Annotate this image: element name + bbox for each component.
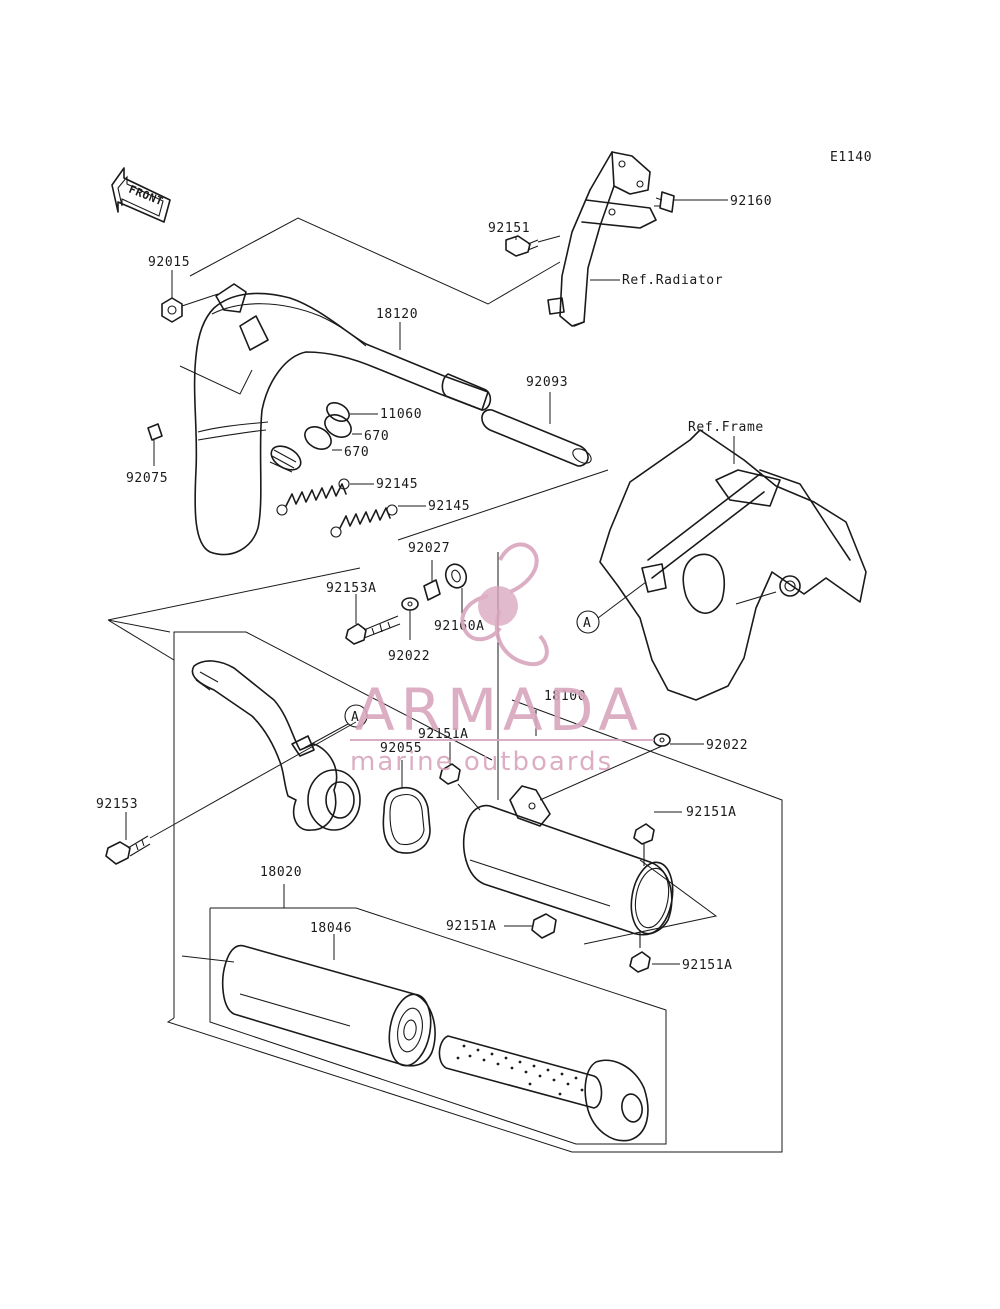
leader-silencer-lines [583, 859, 718, 945]
bolt-92153-icon [105, 835, 151, 865]
nut-92015-icon [161, 297, 183, 323]
group-outline-18100 [166, 699, 783, 1153]
label-92027: 92027 [408, 541, 450, 556]
silencer-body [462, 785, 674, 936]
group-outline-18020 [209, 884, 667, 1145]
bolt-92151-icon [505, 235, 539, 257]
label-92151A-top: 92151A [418, 727, 469, 742]
leader-92151 [515, 235, 561, 243]
pipe-sleeve-92093 [481, 409, 592, 467]
bolt-92160-icon [654, 191, 675, 213]
label-92151-top: 92151 [488, 221, 530, 236]
marker-a-left-label: A [351, 710, 359, 725]
label-92151A-mid: 92151A [446, 919, 497, 934]
leader-92022-right [539, 743, 704, 801]
bolt-92151A-right-icon [633, 823, 655, 866]
exhaust-header-pipe [191, 660, 361, 831]
label-18020: 18020 [260, 865, 302, 880]
grommet-92075-icon [147, 423, 163, 441]
label-18120: 18120 [376, 307, 418, 322]
group-outline-top [189, 217, 561, 305]
o-ring-670b-icon [304, 426, 332, 450]
diagram-code: E1140 [830, 150, 872, 165]
label-92075: 92075 [126, 471, 168, 486]
group-outline-mid [397, 469, 609, 541]
perforated-core-icon [438, 1035, 603, 1109]
expansion-chamber [193, 283, 492, 556]
label-92015: 92015 [148, 255, 190, 270]
leader-marker-a-left [303, 723, 349, 749]
washer-92022-left-icon [401, 597, 419, 611]
leader-chamber-stay [179, 365, 253, 395]
label-92151A-low: 92151A [682, 958, 733, 973]
washer-92022-right-icon [653, 733, 671, 747]
leader-bolt-92153 [149, 721, 357, 839]
leader-18020-left [181, 955, 235, 963]
watermark-logo: ARMADA marine outboards [350, 542, 654, 777]
leader-92151A-top [449, 742, 481, 811]
gasket-92055-icon [382, 786, 431, 854]
label-18100: 18100 [544, 689, 586, 704]
label-670a: 670 [364, 429, 389, 444]
leader-marker-a-frame [597, 581, 647, 619]
silencer-outer-18046 [221, 944, 436, 1067]
spring-92145a-icon [276, 478, 350, 516]
bolt-92151A-top-icon [439, 763, 461, 785]
front-arrow-icon: FRONT [111, 167, 171, 223]
seal-ring-icon [269, 445, 302, 473]
marker-a-left: A [344, 704, 368, 728]
group-outline-silencer [107, 567, 493, 1018]
frame-section [599, 429, 867, 701]
label-ref-radiator: Ref.Radiator [622, 273, 723, 288]
label-92160A: 92160A [434, 619, 485, 634]
watermark-brand: ARMADA [355, 676, 644, 744]
label-92055: 92055 [380, 741, 422, 756]
label-92093: 92093 [526, 375, 568, 390]
marker-a-frame: A [576, 610, 600, 634]
label-92160: 92160 [730, 194, 772, 209]
label-92153A: 92153A [326, 581, 377, 596]
watermark-tagline: marine outboards [350, 747, 613, 777]
label-92153: 92153 [96, 797, 138, 812]
label-ref-frame: Ref.Frame [688, 420, 764, 435]
label-670b: 670 [344, 445, 369, 460]
leader-92015 [171, 270, 219, 307]
label-92151A-right: 92151A [686, 805, 737, 820]
radiator-bracket [547, 151, 657, 327]
label-92145a: 92145 [376, 477, 418, 492]
bolt-92151A-low-icon [629, 930, 651, 973]
o-ring-11060-icon [326, 402, 350, 422]
label-18046: 18046 [310, 921, 352, 936]
marker-a-frame-label: A [583, 616, 591, 631]
label-92145b: 92145 [428, 499, 470, 514]
label-92022-right: 92022 [706, 738, 748, 753]
end-cap-icon [584, 1059, 649, 1142]
damper-92160A-icon [444, 563, 468, 589]
nut-92151A-mid-icon [531, 913, 557, 939]
bolt-92153A-icon [345, 615, 401, 645]
label-11060: 11060 [380, 407, 422, 422]
label-92022-left: 92022 [388, 649, 430, 664]
o-ring-670a-icon [324, 414, 352, 438]
propeller-icon [460, 542, 549, 667]
collar-92027-icon [423, 579, 441, 601]
spring-92145b-icon [330, 504, 398, 538]
